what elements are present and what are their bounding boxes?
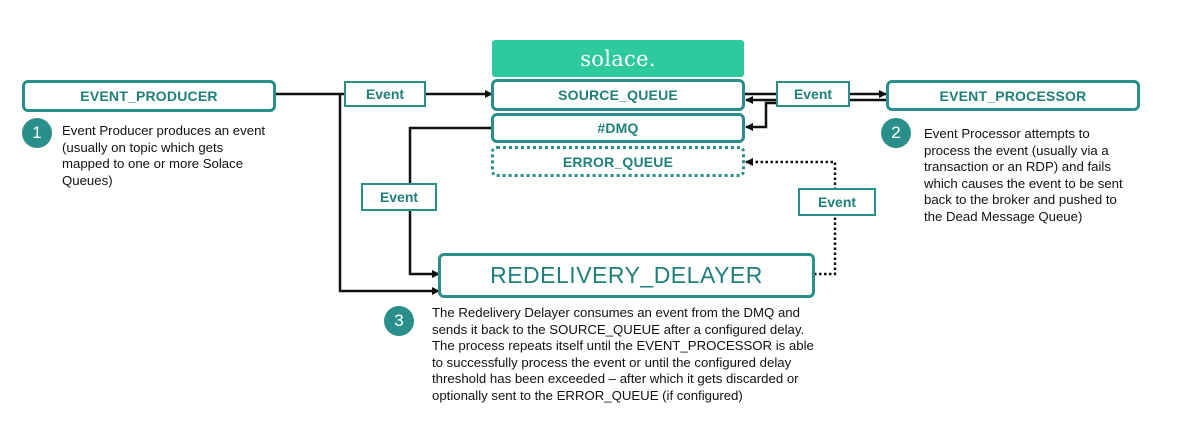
step-1-description: Event Producer produces an event (usuall…	[62, 123, 266, 188]
error-queue-node: ERROR_QUEUE	[491, 146, 745, 177]
dmq-node: #DMQ	[491, 113, 745, 143]
step-2-description: Event Processor attempts to process the …	[924, 126, 1123, 224]
step-1-badge: 1	[22, 118, 52, 148]
redelivery-delayer-node: REDELIVERY_DELAYER	[438, 253, 815, 298]
redelivery-delayer-label: REDELIVERY_DELAYER	[490, 262, 763, 288]
event-processor-label: EVENT_PROCESSOR	[939, 87, 1087, 104]
edge-label-dmq-to-delayer: Event	[361, 183, 437, 211]
step-3-badge: 3	[384, 306, 414, 336]
step-3-description: The Redelivery Delayer consumes an event…	[432, 305, 814, 403]
delayer-to-error-line	[745, 158, 837, 276]
edge-label-producer-to-source: Event	[344, 81, 426, 107]
edge-label-source-to-processor: Event	[776, 81, 850, 107]
edge-label-text: Event	[817, 194, 857, 210]
edge-label-text: Event	[365, 86, 405, 102]
event-processor-node: EVENT_PROCESSOR	[886, 80, 1140, 111]
dmq-label: #DMQ	[597, 120, 639, 136]
event-producer-label: EVENT_PRODUCER	[80, 88, 218, 104]
edge-label-text: Event	[379, 189, 419, 205]
step-2-badge: 2	[881, 118, 911, 148]
source-queue-node: SOURCE_QUEUE	[491, 79, 745, 111]
source-queue-label: SOURCE_QUEUE	[558, 87, 678, 103]
edge-label-delayer-to-error: Event	[798, 188, 876, 216]
event-producer-node: EVENT_PRODUCER	[22, 80, 276, 112]
error-queue-label: ERROR_QUEUE	[562, 153, 674, 170]
solace-logo: solace.	[492, 40, 744, 77]
producer-to-delayer-line	[338, 94, 440, 295]
edge-label-text: Event	[793, 86, 833, 102]
